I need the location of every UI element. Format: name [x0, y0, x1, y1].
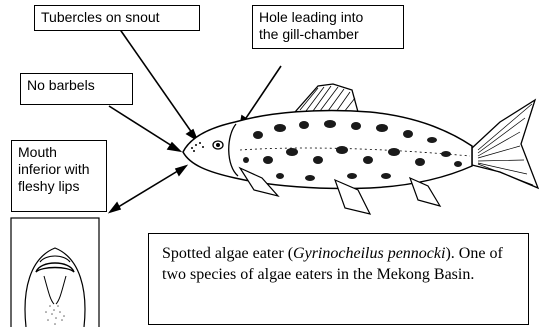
label-mouth-line3: fleshy lips — [18, 178, 100, 195]
label-gill-hole: Hole leading into the gill-chamber — [252, 5, 404, 49]
fish-body-group — [183, 84, 538, 214]
arrow-barbels — [109, 106, 180, 151]
caption-prefix: Spotted algae eater ( — [162, 245, 293, 262]
label-tubercles: Tubercles on snout — [34, 5, 200, 31]
label-mouth-line1: Mouth — [18, 144, 100, 161]
arrow-mouth-head — [176, 166, 186, 175]
caption-species-italic-1: Gyrinocheilus — [293, 245, 384, 262]
mouth-closeup-frame — [11, 218, 99, 327]
caption-species-italic-2: pennocki — [388, 245, 446, 262]
caption-box: Spotted algae eater (Gyrinocheilus penno… — [148, 233, 529, 325]
mouth-closeup — [11, 218, 99, 327]
label-barbels-text: No barbels — [27, 77, 95, 93]
label-barbels: No barbels — [20, 73, 133, 105]
dorsal-fin — [295, 84, 358, 112]
label-mouth-line2: inferior with — [18, 161, 100, 178]
tail-fin — [472, 100, 538, 188]
label-mouth: Mouth inferior with fleshy lips — [11, 140, 107, 212]
label-gill-hole-line1: Hole leading into — [259, 9, 397, 26]
label-tubercles-text: Tubercles on snout — [41, 9, 160, 25]
arrow-mouth — [110, 166, 186, 212]
anal-fin — [410, 178, 440, 206]
arrow-mouth-tail-head — [110, 203, 120, 212]
label-gill-hole-line2: the gill-chamber — [259, 26, 397, 43]
